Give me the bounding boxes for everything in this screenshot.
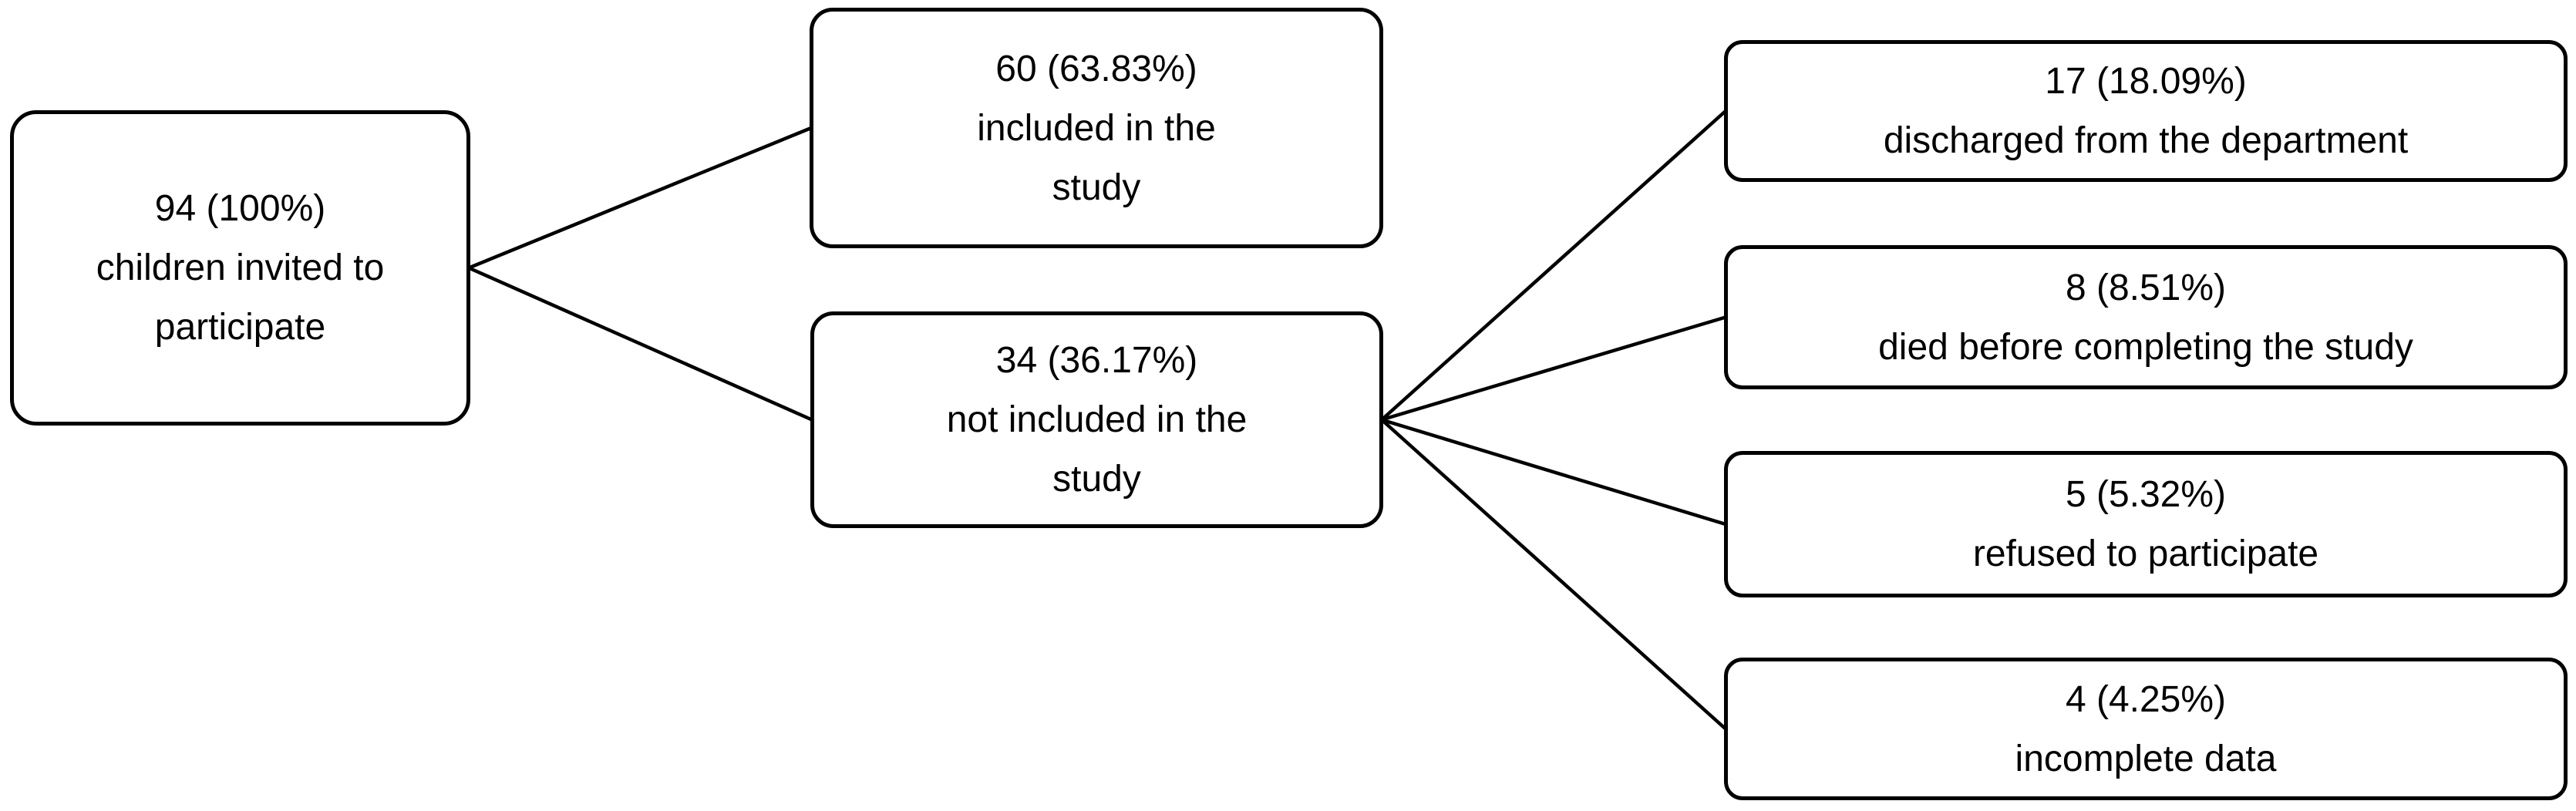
node-value: 34 (36.17%) bbox=[995, 340, 1198, 381]
node-value: 8 (8.51%) bbox=[2065, 267, 2227, 308]
connector-line bbox=[1379, 315, 1728, 422]
node-label: included in the study bbox=[977, 107, 1216, 208]
connector-line bbox=[1379, 418, 1728, 527]
node-died: 8 (8.51%) died before completing the stu… bbox=[1724, 245, 2568, 389]
connector-line bbox=[466, 126, 813, 270]
node-incomplete-data: 4 (4.25%) incomplete data bbox=[1724, 658, 2568, 800]
connector-line bbox=[1379, 109, 1728, 422]
node-label: incomplete data bbox=[2015, 738, 2277, 779]
connector-line bbox=[1379, 418, 1728, 731]
node-label: refused to participate bbox=[1972, 533, 2319, 574]
node-value: 94 (100%) bbox=[154, 188, 326, 229]
connector-line bbox=[466, 266, 814, 422]
node-value: 17 (18.09%) bbox=[2045, 61, 2247, 102]
node-value: 4 (4.25%) bbox=[2065, 678, 2227, 720]
node-value: 5 (5.32%) bbox=[2065, 474, 2227, 515]
node-label: discharged from the department bbox=[1883, 120, 2409, 161]
node-children-invited: 94 (100%) children invited to participat… bbox=[10, 110, 470, 426]
node-label: children invited to participate bbox=[96, 247, 385, 348]
node-included-in-study: 60 (63.83%) included in the study bbox=[810, 8, 1383, 248]
node-discharged: 17 (18.09%) discharged from the departme… bbox=[1724, 40, 2568, 182]
node-value: 60 (63.83%) bbox=[995, 48, 1197, 89]
node-refused: 5 (5.32%) refused to participate bbox=[1724, 451, 2568, 597]
node-not-included-in-study: 34 (36.17%) not included in the study bbox=[810, 311, 1383, 528]
node-label: not included in the study bbox=[946, 399, 1248, 500]
node-label: died before completing the study bbox=[1878, 326, 2413, 368]
